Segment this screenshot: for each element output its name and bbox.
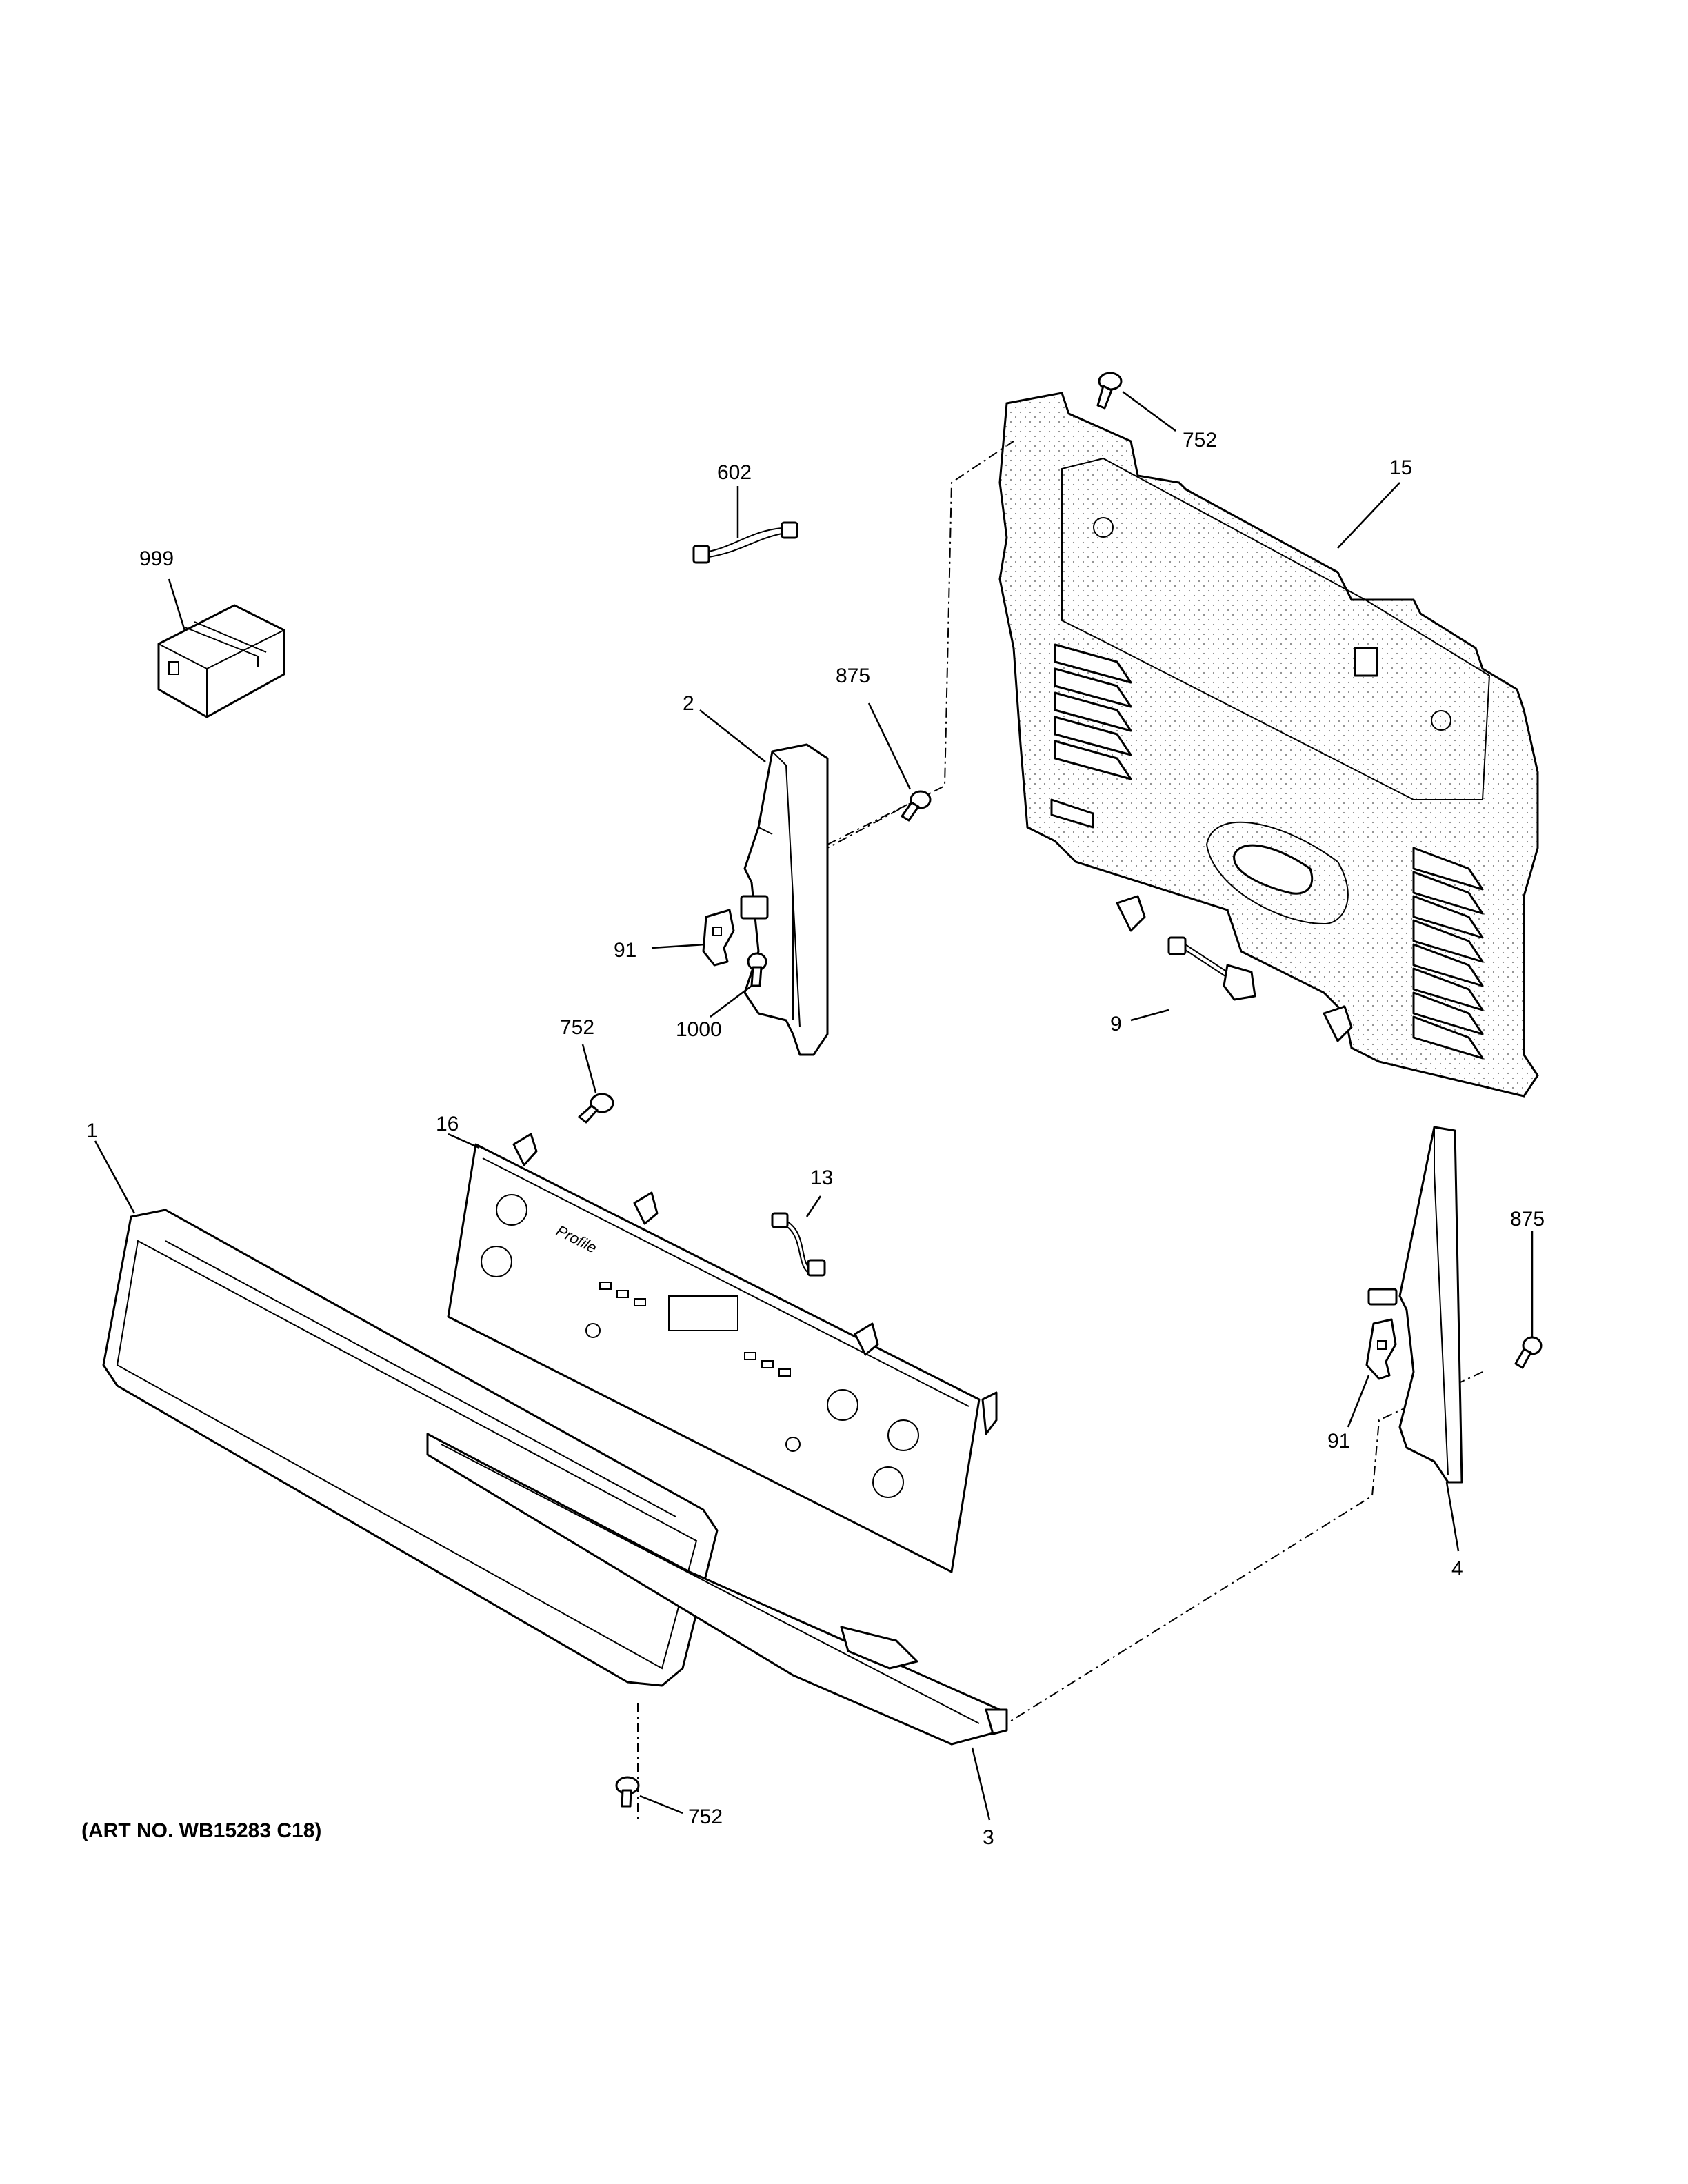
- callout-13: 13: [810, 1166, 833, 1189]
- callout-9: 9: [1110, 1013, 1122, 1035]
- part-602-wire-harness: [692, 521, 798, 564]
- part-875-screw-lower: [1514, 1336, 1543, 1369]
- part-875-screw-upper: [901, 790, 932, 822]
- part-15-back-panel: [998, 392, 1539, 1098]
- part-16-control-panel: Profile: [447, 1133, 998, 1573]
- part-91-clip-upper: [702, 909, 735, 967]
- callout-602: 602: [717, 461, 752, 484]
- callout-875-lower: 875: [1510, 1208, 1545, 1231]
- callout-labels: 999 602 752 15 875 2 91 1000 9 752 16 1 …: [86, 429, 1545, 1849]
- callout-2: 2: [683, 692, 694, 715]
- callout-3: 3: [983, 1826, 994, 1849]
- assembly-lines: [637, 441, 1483, 1820]
- part-1000-screw: [747, 952, 767, 987]
- callout-752-middle: 752: [560, 1016, 594, 1039]
- callout-1: 1: [86, 1120, 98, 1142]
- callout-91-upper: 91: [614, 939, 636, 962]
- part-752-screw-middle: [578, 1093, 614, 1124]
- part-13-wire: [771, 1212, 826, 1277]
- part-999-carton: [157, 604, 285, 718]
- callout-15: 15: [1389, 456, 1412, 479]
- part-91-clip-lower: [1365, 1318, 1397, 1380]
- callout-91-lower: 91: [1327, 1430, 1350, 1453]
- leader-lines: [94, 390, 1534, 1821]
- callout-752-bottom: 752: [688, 1806, 723, 1828]
- art-number: (ART NO. WB15283 C18): [81, 1819, 321, 1842]
- callout-4: 4: [1451, 1557, 1463, 1580]
- part-752-screw-bottom: [615, 1776, 640, 1808]
- part-9-sensor-harness: [1167, 936, 1256, 1001]
- callout-1000: 1000: [676, 1018, 722, 1041]
- part-1-control-trim: [102, 1209, 1008, 1746]
- callout-16: 16: [436, 1113, 459, 1135]
- part-752-screw-top: [1096, 372, 1123, 410]
- callout-999: 999: [139, 547, 174, 570]
- callout-752-top: 752: [1183, 429, 1217, 452]
- part-4-right-bracket: [1367, 1126, 1463, 1484]
- callout-875-upper: 875: [836, 665, 870, 687]
- part-2-left-bracket: [740, 743, 829, 1056]
